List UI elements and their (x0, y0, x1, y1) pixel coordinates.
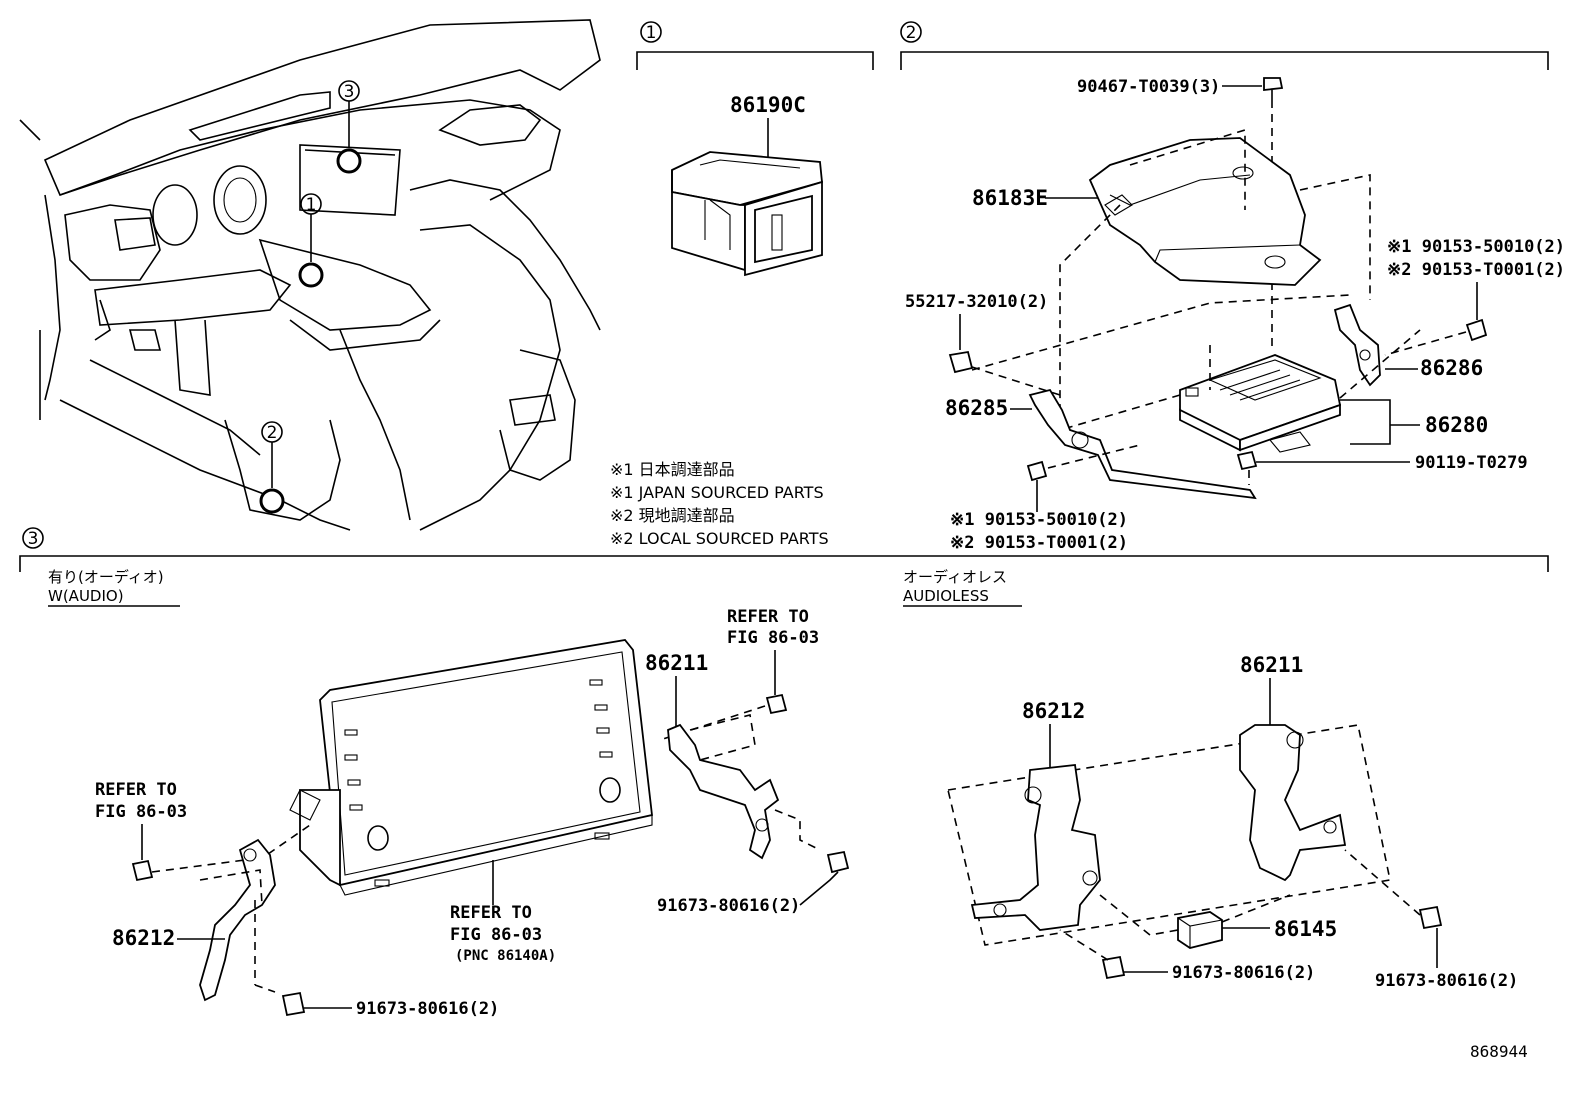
dashboard-overview (19, 19, 601, 531)
part-label-90153-50010-bottom: ※1 90153-50010(2) (950, 510, 1128, 530)
part-label-86212-with-audio: 86212 (112, 926, 175, 950)
sourcing-notes: ※1 日本調達部品 ※1 JAPAN SOURCED PARTS ※2 現地調達… (610, 460, 829, 548)
refer-to-left-line2: FIG 86-03 (95, 802, 187, 822)
section-3-audioless: オーディオレス AUDIOLESS 86212 86211 86145 9167… (903, 568, 1518, 991)
part-label-90153-50010-right: ※1 90153-50010(2) (1387, 237, 1565, 257)
part-label-86183E: 86183E (972, 186, 1048, 210)
svg-text:2: 2 (267, 423, 278, 443)
part-label-86190C: 86190C (730, 93, 806, 117)
note-2-en: ※2 LOCAL SOURCED PARTS (610, 529, 829, 548)
part-label-86212-audioless: 86212 (1022, 699, 1085, 723)
diagram-id: 868944 (1470, 1042, 1528, 1061)
svg-text:2: 2 (906, 23, 917, 43)
svg-text:3: 3 (344, 82, 355, 102)
section-2: 2 90467-T0039(3) 86183E ※1 90153-50010(2… (900, 21, 1565, 553)
callout-marker-2: 2 (259, 421, 285, 514)
refer-to-top-line2: FIG 86-03 (727, 628, 819, 648)
part-label-55217-32010: 55217-32010(2) (905, 292, 1048, 312)
svg-text:1: 1 (306, 195, 317, 215)
part-label-86145: 86145 (1274, 917, 1337, 941)
note-1-jp: ※1 日本調達部品 (610, 460, 735, 479)
svg-text:3: 3 (28, 529, 39, 549)
section-3-with-audio: 有り(オーディオ) W(AUDIO) REFER TO FIG 86-03 (P… (48, 568, 850, 1019)
note-2-jp: ※2 現地調達部品 (610, 506, 735, 525)
part-label-90153-T0001-right: ※2 90153-T0001(2) (1387, 260, 1565, 280)
part-label-86285: 86285 (945, 396, 1008, 420)
refer-to-left-line1: REFER TO (95, 780, 177, 800)
part-label-90119-T0279: 90119-T0279 (1415, 453, 1528, 473)
refer-to-top-line1: REFER TO (727, 607, 809, 627)
part-label-86211-audioless: 86211 (1240, 653, 1303, 677)
audioless-title-en: AUDIOLESS (903, 587, 989, 605)
part-label-91673-80616-audioless-center: 91673-80616(2) (1172, 963, 1315, 983)
with-audio-title-en: W(AUDIO) (48, 587, 124, 605)
refer-to-bottom-line1: REFER TO (450, 903, 532, 923)
part-label-90153-T0001-bottom: ※2 90153-T0001(2) (950, 533, 1128, 553)
part-label-90467-T0039: 90467-T0039(3) (1077, 77, 1220, 97)
callout-marker-3: 3 (336, 80, 362, 174)
part-label-91673-80616-with-audio-right: 91673-80616(2) (657, 896, 800, 916)
svg-text:1: 1 (646, 23, 657, 43)
part-label-86286: 86286 (1420, 356, 1483, 380)
part-label-91673-80616-audioless-right: 91673-80616(2) (1375, 971, 1518, 991)
callout-marker-1: 1 (298, 193, 324, 288)
refer-to-bottom-pnc: (PNC 86140A) (455, 948, 556, 964)
part-label-86211-with-audio: 86211 (645, 651, 708, 675)
with-audio-title-jp: 有り(オーディオ) (48, 568, 164, 586)
note-1-en: ※1 JAPAN SOURCED PARTS (610, 483, 824, 502)
section-1: 1 86190C (636, 21, 874, 277)
refer-to-bottom-line2: FIG 86-03 (450, 925, 542, 945)
audioless-title-jp: オーディオレス (903, 568, 1007, 586)
part-label-86280: 86280 (1425, 413, 1488, 437)
section-3: 3 (19, 527, 1549, 572)
part-label-91673-80616-with-audio-left: 91673-80616(2) (356, 999, 499, 1019)
